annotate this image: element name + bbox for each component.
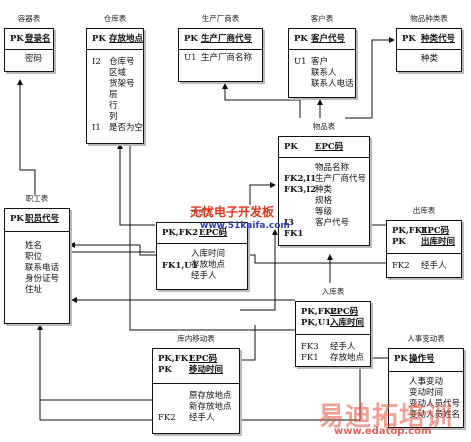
key-list: U1 xyxy=(294,57,307,67)
attr-list: 经手人 xyxy=(421,261,447,271)
pk-field: 存放地点 xyxy=(109,34,144,44)
entity-warehouse-table: 仓库表 PK 存放地点 I2 I1 仓库号 区域 货架号 层 行 列 是否为空 xyxy=(86,10,144,144)
pk-label: PK,FK2 PK,U1 xyxy=(301,307,338,328)
entity-title: 职工表 xyxy=(25,194,49,203)
entity-employee-table: 职工表 PK 职员代号 姓名 职位 联系电话 身份证号 住址 xyxy=(4,190,70,324)
attr-list: 姓名 职位 联系电话 身份证号 住址 xyxy=(25,241,60,295)
entity-box: PK 职员代号 姓名 职位 联系电话 身份证号 住址 xyxy=(4,208,70,324)
pk-field: 操作号 xyxy=(409,354,435,364)
pk-field: 客户代号 xyxy=(311,34,346,44)
entity-title: 物品种类表 xyxy=(410,14,448,23)
key-list: U1 xyxy=(184,53,197,63)
entity-box: PK,FK2 PK,U1 EPC码 入库时间 FK3 FK1 经手人 存放地点 xyxy=(295,301,371,367)
watermark-cn-text: 无忧电子开发板 xyxy=(190,205,275,219)
attr-list: 种类 xyxy=(421,54,439,64)
pk-field: 登录名 xyxy=(25,34,51,44)
attr-list: 经手人 存放地点 xyxy=(330,342,365,363)
entity-box: PK,FK1 PK EPC码 移动时间 FK2 原存放地点 新存放地点 经手人 xyxy=(152,348,240,434)
key-list: FK3 FK1 xyxy=(301,342,319,363)
entity-box: PK 种类代号 种类 xyxy=(396,28,462,72)
pk-label: PK,FK1 PK xyxy=(392,226,429,247)
entity-item-table: 物品表 PK EPC码 FK2,I1 FK3,I2 I3 FK1 物品名称 生产… xyxy=(278,118,370,246)
entity-title: 人事变动表 xyxy=(407,334,445,343)
pk-field: EPC码 xyxy=(315,142,344,152)
entity-manufacturer-table: 生产厂商表 PK 生产厂商代号 U1 生产厂商名称 xyxy=(178,10,263,82)
pk-label: PK xyxy=(10,34,24,44)
entity-inbound-table: 入库表 PK,FK2 PK,U1 EPC码 入库时间 FK3 FK1 经手人 存… xyxy=(295,283,371,367)
entity-personnel-change-table: 人事变动表 PK 操作号 人事变动 变动时间 变动人员代号 变动人员姓名 xyxy=(388,330,464,428)
pk-field: EPC码 xyxy=(199,228,228,238)
attr-list: 入库时间 存放地点 经手人 xyxy=(191,249,226,281)
pk-label: PK xyxy=(184,34,198,44)
entity-title: 容器表 xyxy=(17,14,41,23)
entity-box: PK 客户代号 U1 客户 联系人 联系人电话 xyxy=(288,28,356,98)
pk-label: PK xyxy=(402,34,416,44)
key-list: FK2 xyxy=(158,413,176,423)
entity-title: 客户表 xyxy=(310,14,334,23)
pk-field: 种类代号 xyxy=(421,34,456,44)
entity-box: PK 生产厂商代号 U1 生产厂商名称 xyxy=(178,28,263,82)
entity-box: PK 存放地点 I2 I1 仓库号 区域 货架号 层 行 列 是否为空 xyxy=(86,28,144,144)
entity-title: 仓库表 xyxy=(103,14,127,23)
pk-field: EPC码 出库时间 xyxy=(421,226,456,247)
key-list: FK2 xyxy=(392,261,410,271)
entity-title: 生产厂商表 xyxy=(201,14,240,23)
entity-box: PK,FK1 PK EPC码 出库时间 FK2 经手人 xyxy=(386,220,462,278)
attr-list: 客户 联系人 联系人电话 xyxy=(311,57,354,89)
entity-transfer-table: 库内移动表 PK,FK1 PK EPC码 移动时间 FK2 原存放地点 新存放地… xyxy=(152,330,240,434)
entity-stock-table: 出库表 PK,FK2 EPC码 FK1,U1 入库时间 存放地点 经手人 xyxy=(156,204,248,290)
pk-label: PK xyxy=(394,354,408,364)
entity-box: PK 操作号 人事变动 变动时间 变动人员代号 变动人员姓名 xyxy=(388,348,464,428)
watermark-url-text: www.51kaifa.com xyxy=(200,221,290,231)
pk-field: EPC码 移动时间 xyxy=(189,354,224,375)
entity-title: 库内移动表 xyxy=(177,334,215,343)
key-list: FK2,I1 FK3,I2 I3 FK1 xyxy=(284,174,317,239)
entity-title: 出库表 xyxy=(190,208,214,217)
key-list: FK1,U1 xyxy=(162,261,198,271)
entity-title: 物品表 xyxy=(312,122,336,131)
attr-list: 密码 xyxy=(25,54,43,64)
pk-label: PK xyxy=(10,214,24,224)
pk-label: PK xyxy=(294,34,308,44)
watermark-edatop-url: www.edatop.com xyxy=(334,426,432,437)
attr-list: 物品名称 生产厂商代号 种类 规格 等级 客户代号 xyxy=(315,163,367,228)
pk-label: PK,FK1 PK xyxy=(158,354,195,375)
attr-list: 人事变动 变动时间 变动人员代号 变动人员姓名 xyxy=(409,377,461,420)
entity-title: 出库表 xyxy=(412,206,436,215)
pk-label: PK xyxy=(92,34,106,44)
entity-outbound-table: 出库表 PK,FK1 PK EPC码 出库时间 FK2 经手人 xyxy=(386,202,462,278)
entity-customer-table: 客户表 PK 客户代号 U1 客户 联系人 联系人电话 xyxy=(288,10,356,98)
key-list: I2 I1 xyxy=(92,57,101,133)
attr-list: 仓库号 区域 货架号 层 行 列 是否为空 xyxy=(109,57,144,133)
attr-list: 生产厂商名称 xyxy=(201,53,253,63)
pk-field: 职员代号 xyxy=(25,214,60,224)
entity-title: 入库表 xyxy=(321,287,345,296)
entity-box: PK,FK2 EPC码 FK1,U1 入库时间 存放地点 经手人 xyxy=(156,222,248,290)
entity-container-table: 容器表 PK 登录名 密码 xyxy=(4,10,54,72)
entity-box: PK 登录名 密码 xyxy=(4,28,54,72)
pk-field: EPC码 入库时间 xyxy=(330,307,365,328)
pk-label: PK,FK2 xyxy=(162,228,199,238)
pk-label: PK xyxy=(284,142,298,152)
attr-list: 原存放地点 新存放地点 经手人 xyxy=(189,391,232,423)
entity-category-table: 物品种类表 PK 种类代号 种类 xyxy=(396,10,462,72)
pk-field: 生产厂商代号 xyxy=(201,34,253,44)
entity-box: PK EPC码 FK2,I1 FK3,I2 I3 FK1 物品名称 生产厂商代号… xyxy=(278,136,370,246)
watermark-edatop-text: 易迪拓培训 xyxy=(318,402,454,432)
